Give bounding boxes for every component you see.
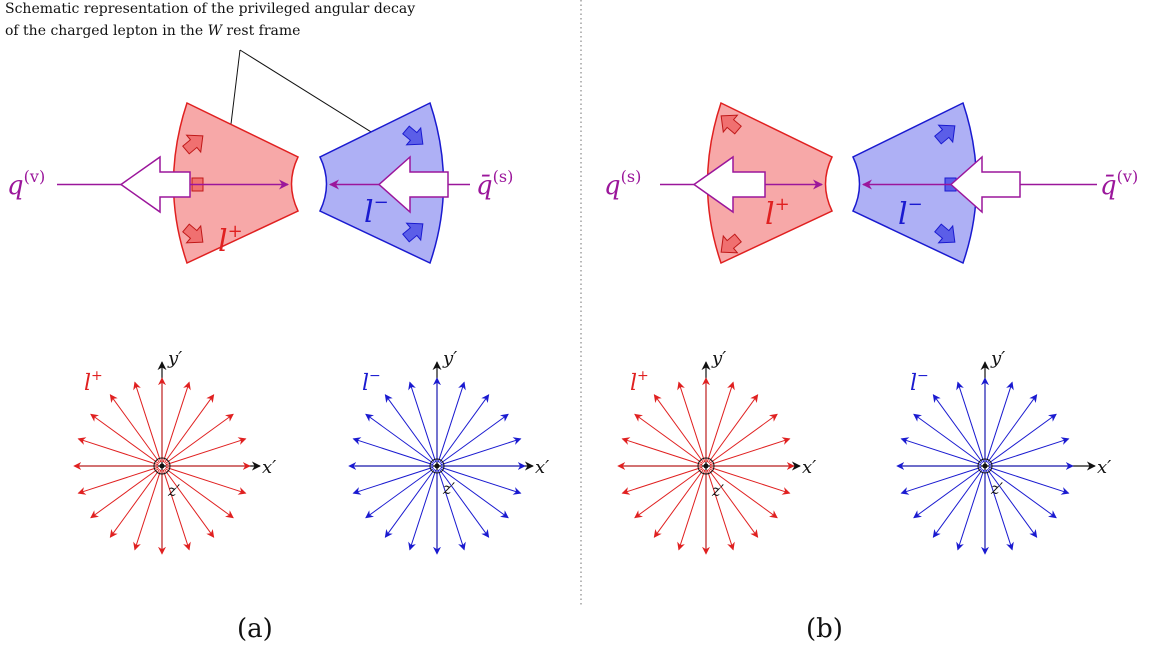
y-axis-label: y′ <box>711 348 726 369</box>
y-axis-label: y′ <box>990 348 1005 369</box>
decay-ray <box>707 382 733 462</box>
axes-plus <box>622 362 800 550</box>
decay-ray <box>164 469 213 537</box>
decay-ray <box>385 469 434 537</box>
dist-plus-label: l+ <box>84 368 103 396</box>
panel-b: q(s) q̄(v) l+ l− x′ y′ z′ l+ x′ <box>604 103 1138 644</box>
dist-plus-label: l+ <box>630 368 649 396</box>
decay-ray <box>91 414 159 463</box>
z-axis-label: z′ <box>442 479 455 498</box>
decay-ray <box>410 470 436 550</box>
decay-ray <box>708 395 757 463</box>
decay-ray <box>438 382 464 462</box>
z-axis-label: z′ <box>990 479 1003 498</box>
quark-label-left: q(s) <box>604 167 641 201</box>
distribution-plus: x′ y′ z′ l+ <box>74 348 276 554</box>
quark-label-left: q(v) <box>7 167 45 201</box>
lepton-plus-label: l+ <box>218 221 243 259</box>
z-axis-label: z′ <box>711 481 724 500</box>
axes-minus <box>900 362 1095 550</box>
panel-caption: (b) <box>806 614 843 644</box>
annotation-line-1: Schematic representation of the privileg… <box>5 1 415 17</box>
x-axis-label: x′ <box>802 457 816 478</box>
annotation-line-2: of the charged lepton in the W rest fram… <box>5 23 300 39</box>
decay-ray <box>441 439 521 465</box>
z-axis-dot <box>704 464 709 469</box>
decay-ray <box>135 470 161 550</box>
decay-ray <box>654 469 703 537</box>
decay-ray <box>679 382 705 462</box>
decay-ray <box>708 469 757 537</box>
x-axis-label: x′ <box>535 457 549 478</box>
decay-ray <box>914 414 982 463</box>
decay-ray <box>164 395 213 463</box>
decay-ray <box>78 467 158 493</box>
decay-ray <box>635 414 703 463</box>
decay-ray <box>353 439 433 465</box>
decay-ray <box>622 467 702 493</box>
decay-ray <box>679 470 705 550</box>
distribution-plus: x′ y′ z′ l+ <box>618 348 816 554</box>
decay-ray <box>901 467 981 493</box>
decay-ray <box>958 382 984 462</box>
decay-ray <box>163 382 189 462</box>
decay-ray <box>91 468 159 517</box>
decay-ray <box>165 414 233 463</box>
decay-ray <box>110 469 159 537</box>
decay-ray <box>710 439 790 465</box>
distribution-minus: x′ y′ z′ l− <box>897 348 1111 554</box>
quark-label-right: q̄(s) <box>476 167 513 201</box>
decay-ray <box>654 395 703 463</box>
z-axis-dot <box>435 464 440 469</box>
decay-ray <box>78 439 158 465</box>
y-axis-label: y′ <box>167 348 182 369</box>
decay-ray <box>901 439 981 465</box>
decay-ray <box>110 395 159 463</box>
x-axis-label: x′ <box>262 457 276 478</box>
decay-ray <box>958 470 984 550</box>
z-axis-dot <box>160 464 165 469</box>
panel-a: q(v) q̄(s) l+ l− x′ y′ z′ l+ x <box>7 103 549 644</box>
x-axis-label: x′ <box>1097 457 1111 478</box>
decay-ray <box>914 468 982 517</box>
decay-ray <box>353 467 433 493</box>
z-axis-dot <box>983 464 988 469</box>
decay-ray <box>439 395 488 463</box>
dist-minus-label: l− <box>362 368 381 396</box>
decay-ray <box>366 414 434 463</box>
distribution-minus: x′ y′ z′ l− <box>349 348 549 554</box>
decay-ray <box>622 439 702 465</box>
dist-minus-label: l− <box>910 368 929 396</box>
panel-caption: (a) <box>237 614 273 644</box>
decay-ray <box>410 382 436 462</box>
quark-label-right: q̄(v) <box>1100 167 1138 201</box>
decay-ray <box>440 414 508 463</box>
decay-ray <box>635 468 703 517</box>
decay-ray <box>987 395 1036 463</box>
decay-ray <box>366 468 434 517</box>
decay-ray <box>989 439 1069 465</box>
y-axis-label: y′ <box>442 348 457 369</box>
decay-ray <box>933 469 982 537</box>
z-axis-label: z′ <box>167 481 180 500</box>
decay-ray <box>385 395 434 463</box>
decay-ray <box>933 395 982 463</box>
decay-ray <box>135 382 161 462</box>
decay-ray <box>988 414 1056 463</box>
decay-ray <box>709 414 777 463</box>
decay-ray <box>166 439 246 465</box>
decay-ray <box>986 382 1012 462</box>
